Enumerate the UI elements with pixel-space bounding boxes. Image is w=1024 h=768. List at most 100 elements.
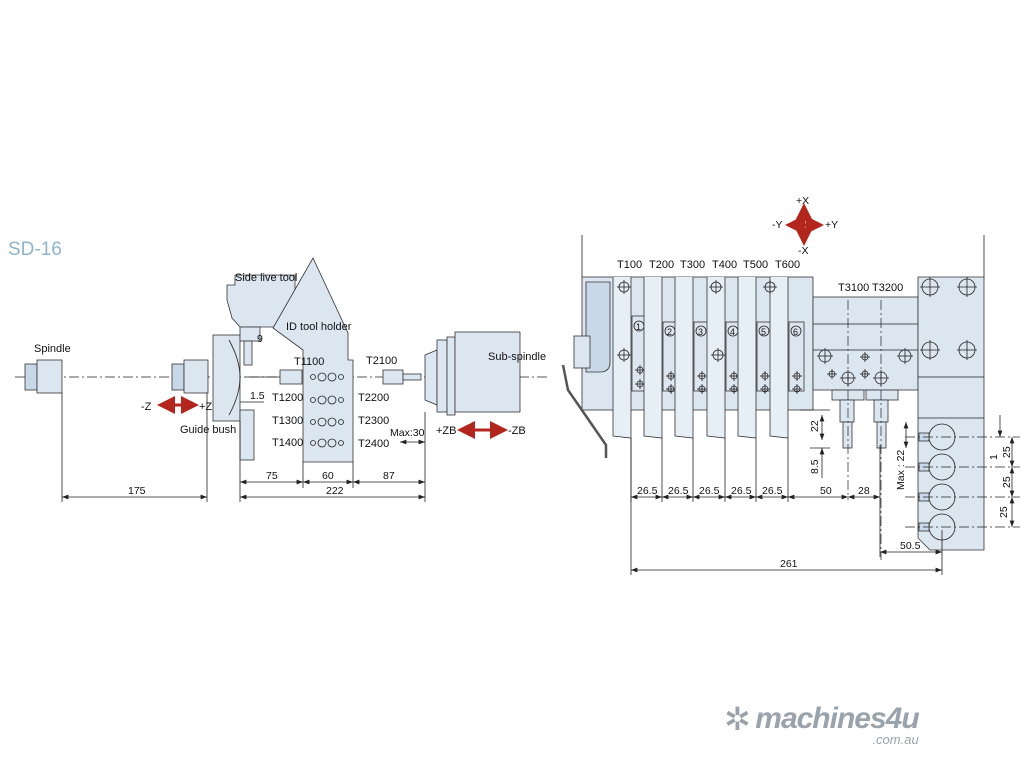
tool-hole	[317, 417, 327, 427]
dim-max-22: Max : 22	[895, 450, 907, 490]
model-title: SD-16	[8, 239, 62, 260]
position-number: 2	[667, 327, 672, 337]
tool-hole	[317, 395, 327, 405]
tool-T2200: T2200	[358, 392, 389, 404]
tool-hole	[310, 374, 316, 380]
dim-1-5: 1.5	[250, 390, 265, 402]
tool-collet-right	[382, 369, 404, 385]
sub-spindle-label: Sub-spindle	[488, 351, 546, 363]
tool-block-6	[788, 321, 805, 392]
cross-tool-block	[812, 296, 919, 391]
tool-blade	[706, 277, 726, 439]
right-view: +X -X -Y +Y 1T1002T2003T3004T4005T5006T6…	[561, 195, 1020, 575]
tool-T2400: T2400	[358, 438, 389, 450]
axis-minus-y: -Y	[772, 219, 783, 231]
spindle-stub	[24, 363, 38, 391]
dim-1: 1	[988, 454, 1000, 460]
dim-26-5: 26.5	[637, 485, 658, 497]
tool-hole	[317, 438, 327, 448]
position-marker	[790, 325, 802, 337]
tool-hole	[338, 397, 344, 403]
dim-222: 222	[326, 485, 344, 497]
axis-plus-z: +Z	[199, 401, 212, 413]
right-dimensions	[630, 348, 1015, 575]
dim-50: 50	[820, 485, 832, 497]
tool-label: T500	[743, 259, 768, 271]
tool-label: T600	[775, 259, 800, 271]
position-number: 4	[730, 327, 735, 337]
axis-minus-z: -Z	[141, 401, 152, 413]
tool-T1100: T1100	[294, 356, 324, 368]
dim-87: 87	[383, 470, 395, 482]
logo-domain: .com.au	[872, 732, 919, 747]
tool-T1200: T1200	[272, 392, 303, 404]
left-dimensions	[61, 393, 426, 502]
tool-blade	[769, 277, 789, 439]
guide-bush	[212, 334, 241, 422]
dim-75: 75	[266, 470, 278, 482]
tool-holes	[310, 372, 344, 448]
tool-hole	[338, 440, 344, 446]
tool-hole	[327, 395, 337, 405]
axis-plus-y: +Y	[825, 219, 838, 231]
id-tool-holder	[272, 257, 354, 463]
tool-blade	[612, 277, 632, 439]
tool-hole	[327, 372, 337, 382]
position-marker	[758, 325, 770, 337]
dim-25: 25	[1001, 446, 1013, 458]
position-number: 1	[636, 322, 641, 332]
axis-minus-x: -X	[798, 245, 809, 257]
spindle-body	[36, 359, 63, 394]
dim-25: 25	[998, 506, 1010, 518]
tool-blade	[674, 277, 694, 439]
tool-label: T300	[680, 259, 705, 271]
chip-guard	[561, 364, 608, 458]
tool-hole	[327, 438, 337, 448]
dim-50-5: 50.5	[900, 540, 921, 552]
dim-22: 22	[809, 420, 821, 432]
spindle-moved-body	[183, 359, 209, 394]
max-30-label: Max:30	[390, 427, 425, 439]
position-number: 3	[698, 327, 703, 337]
cross-tool-labels: T3100 T3200	[838, 282, 903, 294]
sub-spindle	[454, 331, 521, 413]
guide-bush-label: Guide bush	[180, 424, 236, 436]
tool-hole	[310, 419, 316, 425]
position-number: 6	[793, 327, 798, 337]
tool-hole	[338, 419, 344, 425]
spindle-moved-stub	[171, 363, 185, 391]
axis-plus-zb: +ZB	[436, 425, 456, 437]
tool-label: T100	[617, 259, 642, 271]
dim-26-5: 26.5	[762, 485, 783, 497]
dim-26-5: 26.5	[699, 485, 720, 497]
id-tool-holder-label: ID tool holder	[286, 321, 352, 333]
snowflake-icon: ✲	[724, 701, 751, 737]
left-view: Spindle -Z +Z Guide bush Side live tool …	[15, 257, 550, 502]
tool-T2300: T2300	[358, 415, 389, 427]
tool-blade	[737, 277, 757, 439]
tool-T1400: T1400	[272, 437, 303, 449]
tool-collet-left	[279, 369, 303, 385]
turret-block	[917, 276, 985, 551]
tool-hole	[317, 372, 327, 382]
dim-261: 261	[780, 558, 798, 570]
side-live-tool-label: Side live tool	[235, 272, 297, 284]
dim-60: 60	[322, 470, 334, 482]
dim-25: 25	[1001, 476, 1013, 488]
position-number: 5	[761, 327, 766, 337]
tool-T1300: T1300	[272, 415, 303, 427]
tool-label: T200	[649, 259, 674, 271]
tool-hole	[338, 374, 344, 380]
tool-hole	[327, 417, 337, 427]
tool-hole	[310, 440, 316, 446]
axis-minus-zb: -ZB	[508, 425, 526, 437]
dim-175: 175	[128, 485, 146, 497]
dim-8-5: 8.5	[809, 459, 821, 474]
dim-28: 28	[858, 485, 870, 497]
position-marker	[695, 325, 707, 337]
tool-blade	[643, 277, 663, 439]
tool-T2100: T2100	[366, 355, 397, 367]
tool-hole	[310, 397, 316, 403]
